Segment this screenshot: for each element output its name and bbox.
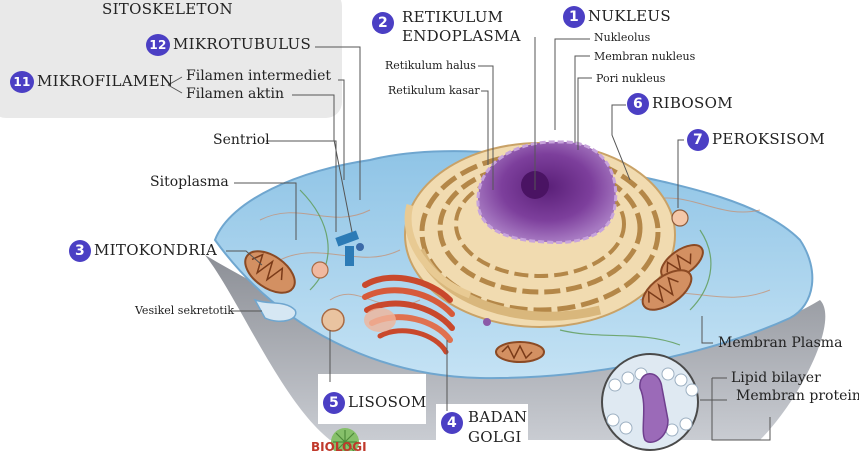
- retikulum-text-1: RETIKULUM: [402, 8, 504, 26]
- watermark-logo: [331, 428, 359, 451]
- badge-3: 3: [69, 240, 91, 262]
- badge-5: 5: [323, 392, 345, 414]
- retikulum-text-2: ENDOPLASMA: [402, 27, 521, 45]
- mikrofilamen-text: MIKROFILAMEN: [37, 72, 174, 90]
- membran-protein-label: Membran protein: [736, 388, 859, 404]
- golgi-badge-wrap: 4: [441, 412, 466, 434]
- nukleus-text: NUKLEUS: [588, 7, 671, 25]
- badge-12: 12: [146, 34, 170, 56]
- filamen-aktin-label: Filamen aktin: [186, 86, 284, 102]
- sitoplasma-label: Sitoplasma: [150, 174, 229, 190]
- nukleolus-label: Nukleolus: [594, 31, 651, 44]
- lipid-bilayer-zoom: [601, 353, 699, 451]
- sitoskeleton-panel: [0, 0, 342, 118]
- badan-golgi-text-1: BADAN: [468, 408, 528, 426]
- badge-11: 11: [10, 71, 34, 93]
- badge-7: 7: [687, 129, 709, 151]
- golgi-apparatus: [362, 274, 455, 355]
- vesikel-sekretotik-label: Vesikel sekretotik: [135, 304, 235, 317]
- retikulum-halus-label: Retikulum halus: [385, 59, 476, 72]
- centriole: [335, 230, 360, 266]
- lisosom-text: LISOSOM: [348, 393, 427, 411]
- mikrotubulus-text: MIKROTUBULUS: [173, 35, 312, 53]
- lipid-bilayer-label: Lipid bilayer: [731, 370, 821, 386]
- badge-1: 1: [563, 6, 585, 28]
- vesicles: [311, 209, 689, 332]
- retikulum-kasar-label: Retikulum kasar: [388, 84, 480, 97]
- retikulum-endoplasma-label: 2: [372, 8, 397, 34]
- peroksisom-text: PEROKSISOM: [712, 130, 825, 148]
- membran-nukleus-label: Membran nukleus: [594, 50, 696, 63]
- watermark-text: BIOLOGI: [311, 440, 367, 451]
- badan-golgi-text-2: GOLGI: [468, 428, 522, 446]
- badge-4: 4: [441, 412, 463, 434]
- microfilament-fibers: [299, 189, 712, 346]
- peroxisome: [671, 209, 689, 227]
- pori-nukleus-label: Pori nukleus: [596, 72, 666, 85]
- mitokondria-text: MITOKONDRIA: [94, 241, 218, 259]
- sentriol-label: Sentriol: [213, 132, 270, 148]
- filamen-intermediet-label: Filamen intermediet: [186, 68, 332, 84]
- mitochondria: [244, 244, 704, 363]
- badge-6: 6: [627, 93, 649, 115]
- ribosom-text: RIBOSOM: [652, 94, 733, 112]
- badge-2: 2: [372, 12, 394, 34]
- leader-lines: [167, 37, 771, 441]
- membran-plasma-label: Membran Plasma: [718, 335, 843, 351]
- membrane-protein: [639, 373, 669, 443]
- sitoskeleton-label: SITOSKELETON: [102, 0, 233, 18]
- secretory-vesicle: [253, 298, 297, 322]
